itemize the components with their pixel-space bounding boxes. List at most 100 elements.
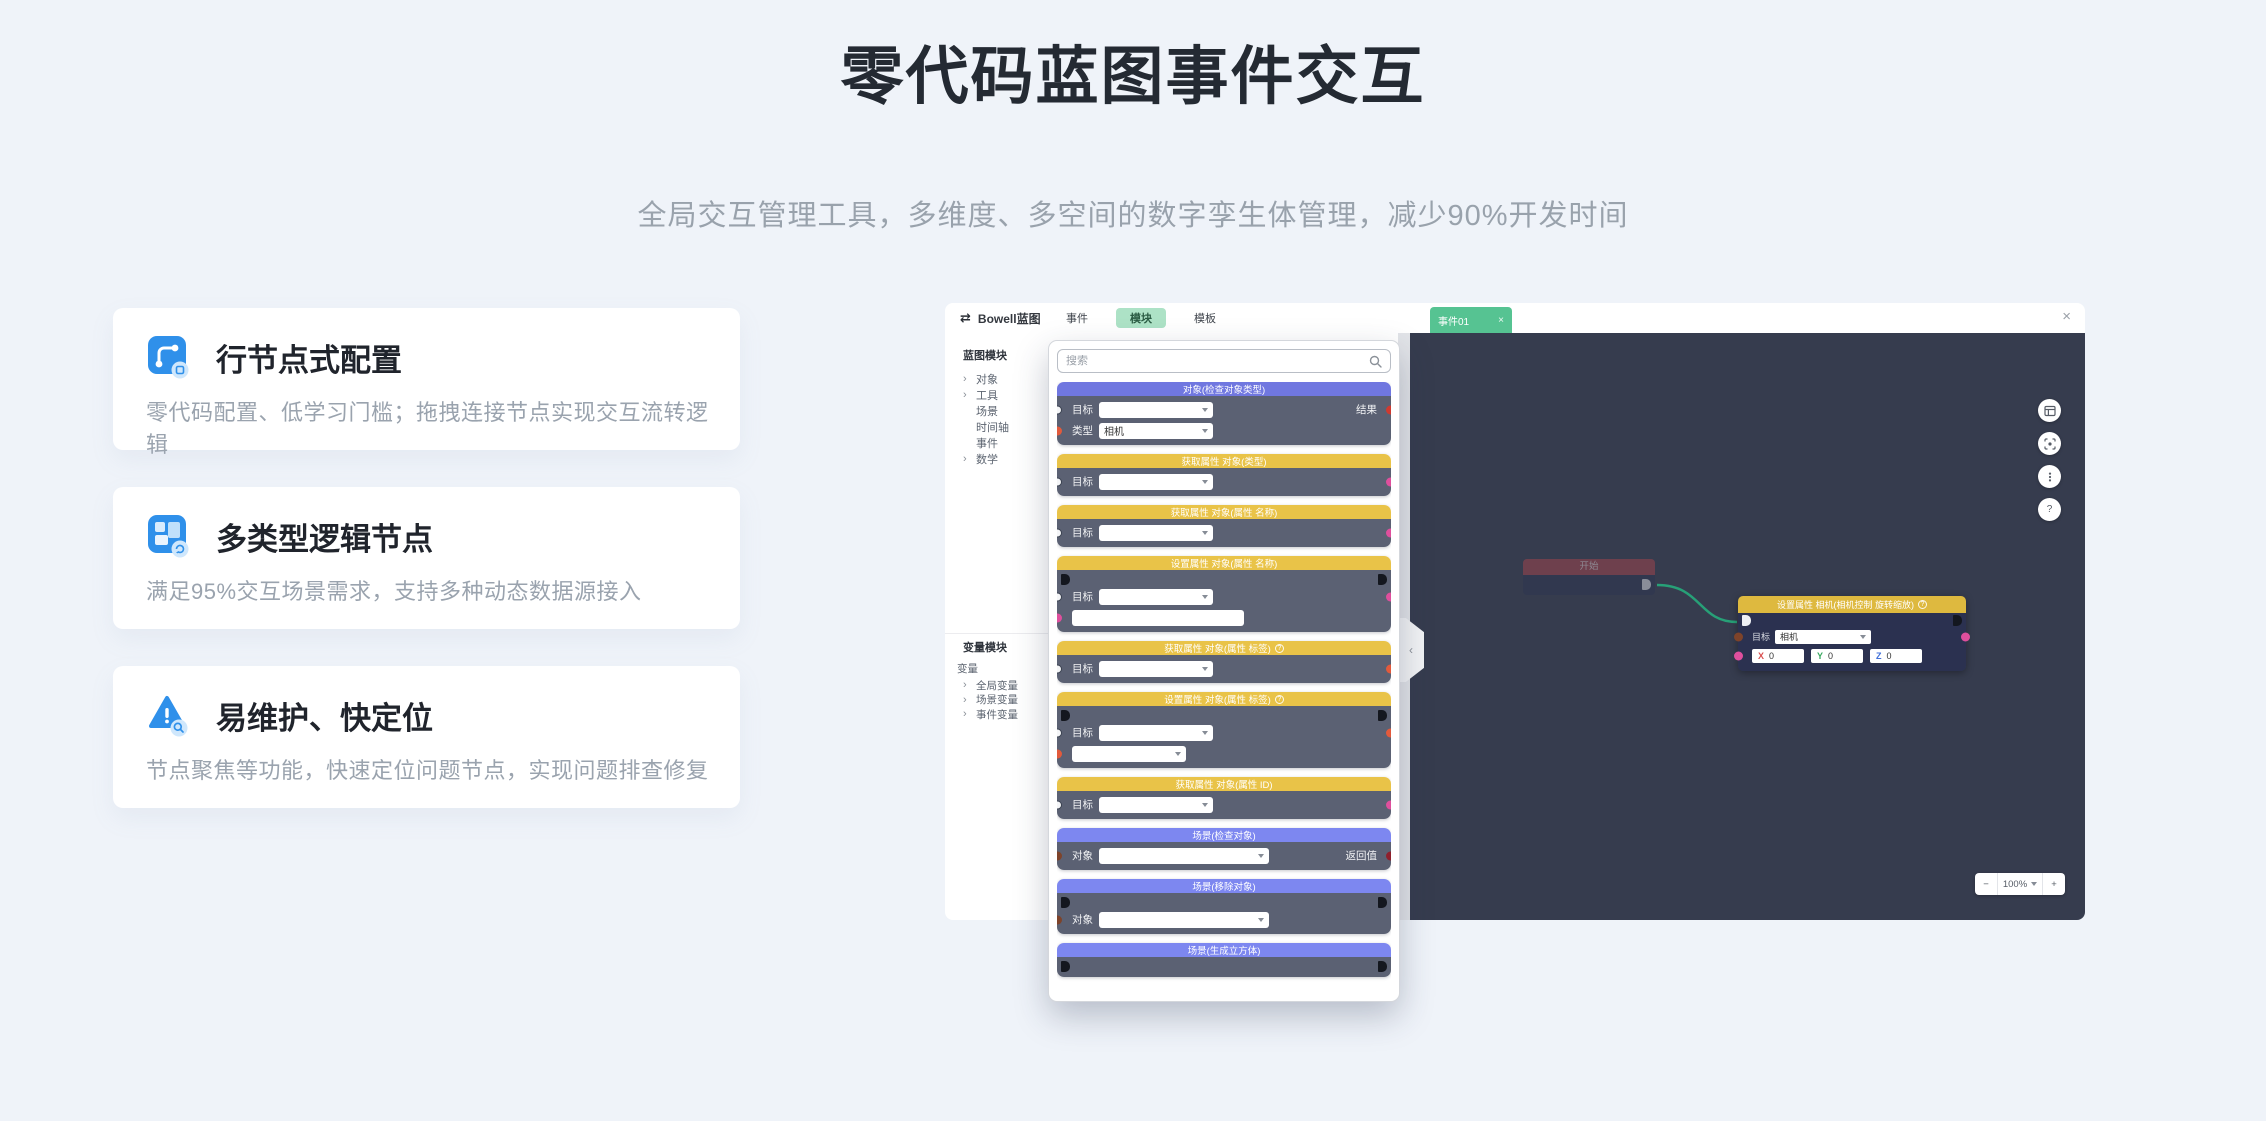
output-port[interactable] [1386, 851, 1391, 860]
sidebar-item-事件[interactable]: 事件 [963, 435, 1009, 451]
close-icon[interactable]: × [2062, 308, 2071, 325]
node-select[interactable]: 相机 [1099, 422, 1213, 439]
node-select[interactable] [1099, 473, 1213, 490]
zoom-level-select[interactable]: 100% [1997, 873, 2043, 895]
exec-port[interactable] [1378, 961, 1387, 972]
palette-node[interactable]: 设置属性 对象(属性 名称)目标 [1057, 556, 1391, 632]
blueprint-canvas[interactable]: 开始 设置属性 相机(相机控制 旋转缩放) ? 目 [1410, 333, 2085, 920]
node-select[interactable] [1072, 745, 1186, 762]
input-port[interactable] [1057, 528, 1062, 537]
layout-blocks-icon [146, 513, 192, 559]
search-input[interactable] [1066, 355, 1363, 367]
output-port[interactable] [1386, 592, 1391, 601]
port-label: 目标 [1072, 476, 1093, 488]
exec-port[interactable] [1378, 574, 1387, 585]
connection-wire [1656, 583, 1738, 624]
node-select[interactable] [1099, 847, 1269, 864]
input-port[interactable] [1057, 915, 1062, 924]
zoom-control: − 100% + [1975, 873, 2065, 895]
sidebar-item-label: 对象 [976, 374, 998, 386]
palette-node[interactable]: 设置属性 对象(属性 标签)?目标 [1057, 692, 1391, 768]
palette-node[interactable]: 场景(移除对象)对象 [1057, 879, 1391, 934]
output-port[interactable] [1386, 528, 1391, 537]
node-body: 对象 [1057, 893, 1391, 934]
module-section-header: 蓝图模块 [963, 350, 1007, 362]
sidebar-item-事件变量[interactable]: ›事件变量 [963, 707, 1416, 722]
palette-node[interactable]: 场景(生成立方体) [1057, 943, 1391, 977]
palette-node[interactable]: 获取属性 对象(属性 名称)目标 [1057, 505, 1391, 547]
sidebar-item-时间轴[interactable]: 时间轴 [963, 419, 1009, 435]
variable-root-item[interactable]: 变量 [957, 663, 978, 675]
palette-node[interactable]: 获取属性 对象(属性 ID)目标 [1057, 777, 1391, 819]
node-input[interactable] [1072, 609, 1244, 626]
output-port[interactable] [1386, 405, 1391, 414]
help-tool-button[interactable]: ? [2038, 498, 2061, 521]
input-port[interactable] [1057, 728, 1062, 737]
sidebar-item-场景[interactable]: 场景 [963, 403, 1009, 419]
more-tool-button[interactable] [2038, 465, 2061, 488]
node-select[interactable] [1099, 660, 1213, 677]
focus-tool-button[interactable] [2038, 432, 2061, 455]
exec-port[interactable] [1061, 961, 1070, 972]
exec-port[interactable] [1378, 897, 1387, 908]
input-port[interactable] [1734, 632, 1743, 641]
exec-port[interactable] [1061, 897, 1070, 908]
exec-port[interactable] [1378, 710, 1387, 721]
palette-node[interactable]: 获取属性 对象(属性 标签)?目标 [1057, 641, 1391, 683]
exec-port[interactable] [1061, 574, 1070, 585]
input-port[interactable] [1057, 613, 1062, 622]
close-icon[interactable]: × [1498, 314, 1504, 326]
output-port[interactable] [1386, 800, 1391, 809]
input-port[interactable] [1057, 664, 1062, 673]
exec-port[interactable] [1953, 615, 1962, 626]
zoom-in-button[interactable]: + [2051, 878, 2057, 890]
chevron-down-icon [1202, 479, 1208, 484]
input-port[interactable] [1057, 749, 1062, 758]
tab-模块[interactable]: 模块 [1116, 308, 1166, 328]
node-select[interactable] [1099, 401, 1213, 418]
topbar-tabs: 事件 模块 模板 [1045, 303, 1237, 333]
node-select[interactable] [1099, 911, 1269, 928]
feature-title: 行节点式配置 [216, 342, 402, 378]
canvas-node-set-camera[interactable]: 设置属性 相机(相机控制 旋转缩放) ? 目标 相机 [1734, 596, 1970, 671]
output-port[interactable] [1386, 477, 1391, 486]
input-port[interactable] [1057, 477, 1062, 486]
input-port[interactable] [1057, 405, 1062, 414]
input-port[interactable] [1734, 651, 1743, 660]
node-row: 目标 [1057, 722, 1391, 743]
zoom-out-button[interactable]: − [1983, 878, 1989, 890]
palette-node[interactable]: 场景(检查对象)对象返回值 [1057, 828, 1391, 870]
exec-port[interactable] [1061, 710, 1070, 721]
output-port[interactable] [1386, 664, 1391, 673]
input-port[interactable] [1057, 851, 1062, 860]
sidebar-item-全局变量[interactable]: ›全局变量 [963, 678, 1416, 693]
tab-模板[interactable]: 模板 [1194, 313, 1216, 325]
palette-node[interactable]: 获取属性 对象(类型)目标 [1057, 454, 1391, 496]
sidebar-item-对象[interactable]: ›对象 [963, 371, 1009, 387]
node-select[interactable] [1099, 796, 1213, 813]
node-select[interactable] [1099, 588, 1213, 605]
output-port[interactable] [1961, 632, 1970, 641]
output-port[interactable] [1386, 728, 1391, 737]
exec-port[interactable] [1742, 615, 1751, 626]
tab-事件[interactable]: 事件 [1066, 313, 1088, 325]
exec-port[interactable] [1642, 579, 1651, 590]
input-port[interactable] [1057, 800, 1062, 809]
node-title: 场景(生成立方体) [1057, 943, 1391, 957]
palette-node[interactable]: 对象(检查对象类型)目标结果类型相机 [1057, 382, 1391, 445]
node-select[interactable] [1099, 724, 1213, 741]
doc-tab-event01[interactable]: 事件01 × [1430, 307, 1512, 333]
sidebar-item-场景变量[interactable]: ›场景变量 [963, 693, 1416, 708]
input-port[interactable] [1057, 592, 1062, 601]
target-select[interactable]: 相机 [1775, 629, 1872, 644]
ghost-node-start[interactable]: 开始 [1523, 559, 1655, 595]
sidebar-item-数学[interactable]: ›数学 [963, 451, 1009, 467]
panel-tool-button[interactable] [2038, 399, 2061, 422]
node-select[interactable] [1099, 524, 1213, 541]
input-port[interactable] [1057, 426, 1062, 435]
sidebar-item-工具[interactable]: ›工具 [963, 387, 1009, 403]
exec-row [1057, 573, 1391, 586]
